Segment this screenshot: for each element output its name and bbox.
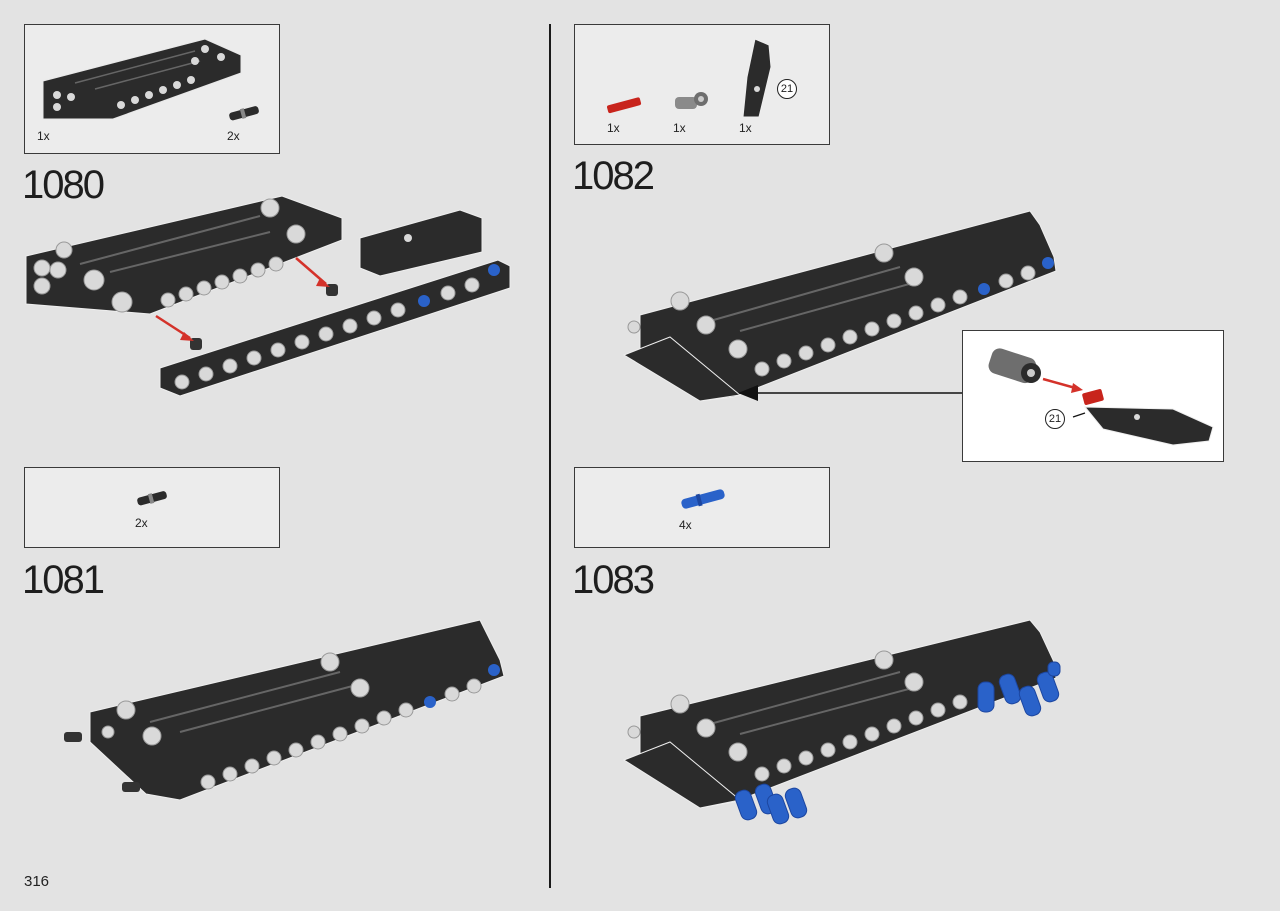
page-number: 316 xyxy=(24,873,50,890)
step-1080-parts-box: 1x 2x xyxy=(24,24,280,154)
column-divider xyxy=(549,24,551,888)
step-1083-assembly-illustration xyxy=(622,619,1061,825)
step-number-1083: 1083 xyxy=(572,558,655,602)
sub-assembly-21-part-icon xyxy=(742,38,772,118)
sub-assembly-callout: 21 xyxy=(962,330,1224,462)
step-number-1080: 1080 xyxy=(22,163,105,207)
red-axle-part-icon xyxy=(607,97,642,114)
blue-pin-part-icon xyxy=(681,489,725,509)
part-qty-blue-pin: 4x xyxy=(679,518,692,532)
step-1081-assembly-illustration xyxy=(64,619,505,801)
black-axle-pin-part-icon xyxy=(137,491,167,506)
callout-ref-badge: 21 xyxy=(1045,409,1065,429)
part-qty-sub-assembly: 1x xyxy=(739,121,752,135)
black-panel-part-icon xyxy=(42,38,242,120)
step-1080-assembly-illustration xyxy=(25,195,511,397)
step-number-1082: 1082 xyxy=(572,154,655,198)
part-qty-connector: 1x xyxy=(673,121,686,135)
step-1082-parts-box: 1x 1x 21 1x xyxy=(574,24,830,145)
part-qty-red-axle: 1x xyxy=(607,121,620,135)
part-qty-panel: 1x xyxy=(37,129,50,143)
part-qty-axle-pin: 2x xyxy=(227,129,240,143)
black-axle-pin-part-icon xyxy=(229,106,259,121)
step-1082-assembly-illustration xyxy=(622,210,1057,402)
part-qty-axle-pin: 2x xyxy=(135,516,148,530)
grey-connector-part-icon xyxy=(675,92,708,109)
sub-assembly-ref-badge: 21 xyxy=(777,79,797,99)
callout-assembly-illustration xyxy=(988,348,1214,446)
step-1083-parts-box: 4x xyxy=(574,467,830,548)
step-1081-parts-box: 2x xyxy=(24,467,280,548)
step-number-1081: 1081 xyxy=(22,558,105,602)
